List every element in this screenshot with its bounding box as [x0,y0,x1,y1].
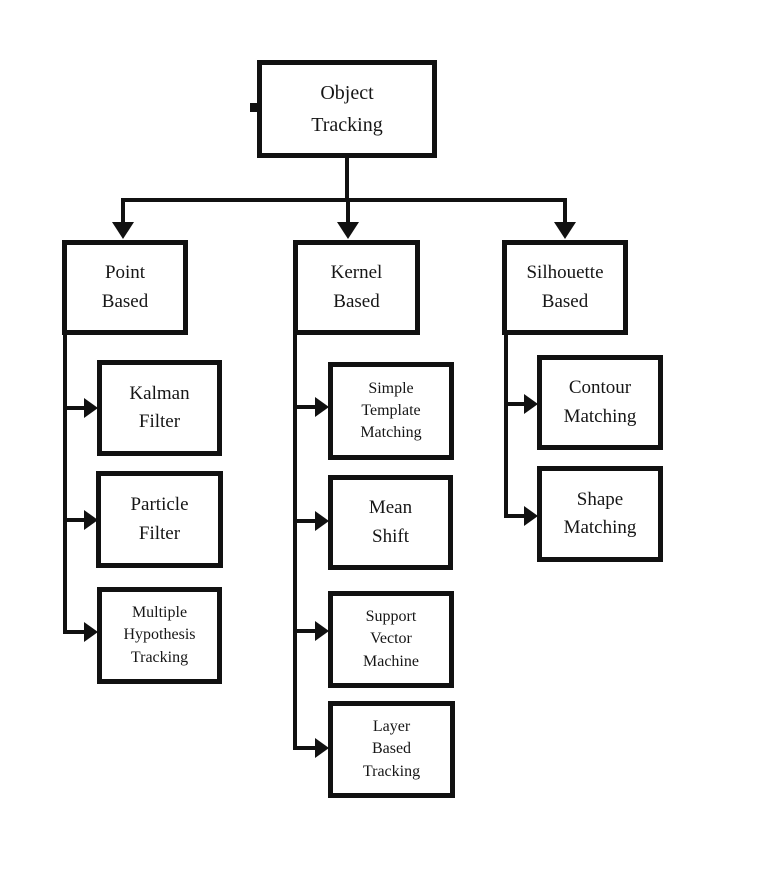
node-contour-matching: Contour Matching [537,355,663,450]
arrowhead-multiple-hypothesis [84,622,98,642]
arrowhead-simple-template [315,397,329,417]
node-shape-matching: Shape Matching [537,466,663,562]
node-mean-shift: Mean Shift [328,475,453,570]
arrowhead-mean-shift [315,511,329,531]
node-multiple-hypothesis-tracking-label: Multiple Hypothesis Tracking [123,604,196,666]
node-contour-matching-label: Contour Matching [563,377,637,427]
node-multiple-hypothesis-tracking: Multiple Hypothesis Tracking [97,587,222,684]
node-simple-template-matching-label: Simple Template Matching [360,379,422,442]
node-object-tracking-label: Object Tracking [311,82,383,136]
arrowhead-point-based [112,222,134,239]
node-kernel-based-label: Kernel Based [330,262,383,312]
node-support-vector-machine-label: Support Vector Machine [363,608,419,670]
node-silhouette-based: Silhouette Based [502,240,628,335]
node-layer-based-tracking-label: Layer Based Tracking [362,718,421,780]
arrowhead-kernel-based [337,222,359,239]
node-kalman-filter: Kalman Filter [97,360,222,456]
arrowhead-support-vector [315,621,329,641]
arrowhead-contour-matching [524,394,538,414]
node-object-tracking: Object Tracking [257,60,437,158]
node-point-based-label: Point Based [101,262,149,312]
arrowhead-particle-filter [84,510,98,530]
node-support-vector-machine: Support Vector Machine [328,591,454,688]
node-particle-filter: Particle Filter [96,471,223,568]
scan-artifact-nub [250,103,258,112]
node-simple-template-matching: Simple Template Matching [328,362,454,460]
node-particle-filter-label: Particle Filter [130,494,189,544]
node-kalman-filter-label: Kalman Filter [129,382,190,433]
arrowhead-layer-based [315,738,329,758]
node-silhouette-based-label: Silhouette Based [526,262,604,312]
arrowhead-silhouette-based [554,222,576,239]
node-shape-matching-label: Shape Matching [563,488,637,539]
node-kernel-based: Kernel Based [293,240,420,335]
arrowhead-shape-matching [524,506,538,526]
node-mean-shift-label: Mean Shift [368,497,413,547]
node-point-based: Point Based [62,240,188,335]
node-layer-based-tracking: Layer Based Tracking [328,701,455,798]
arrowhead-kalman-filter [84,398,98,418]
